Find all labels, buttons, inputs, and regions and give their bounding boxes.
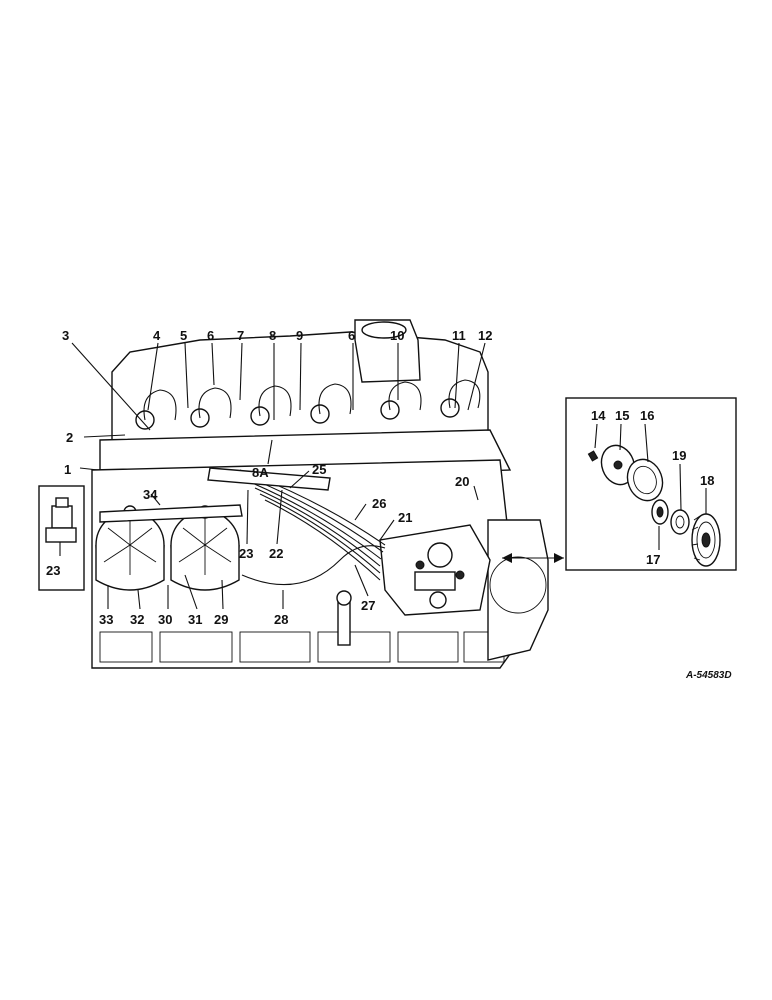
- callout-25: 25: [312, 462, 326, 477]
- engine-illustration: [91, 319, 549, 669]
- callout-7: 7: [237, 328, 244, 343]
- callout-labels: 1 2 3 4 5 6 7 8 8A 9 6 10 11 12 14 15 16…: [62, 328, 714, 627]
- callout-6-right: 6: [348, 328, 355, 343]
- callout-18: 18: [700, 473, 714, 488]
- callout-33: 33: [99, 612, 113, 627]
- reference-arrow: [502, 553, 564, 563]
- callout-2: 2: [66, 430, 73, 445]
- callout-4: 4: [153, 328, 161, 343]
- leader-lines: [71, 342, 486, 610]
- inset-box-part-24: 23: [38, 485, 85, 591]
- callout-1: 1: [64, 462, 71, 477]
- callout-23: 23: [239, 546, 253, 561]
- callout-14: 14: [591, 408, 606, 423]
- callout-3: 3: [62, 328, 69, 343]
- oil-pan-ribs: [99, 631, 505, 663]
- callout-8a: 8A: [252, 465, 269, 480]
- callout-24: 23: [46, 563, 60, 578]
- figure-id: A-54583D: [685, 670, 732, 681]
- callout-9: 9: [296, 328, 303, 343]
- callout-12: 12: [478, 328, 492, 343]
- callout-5: 5: [180, 328, 187, 343]
- callout-27: 27: [361, 598, 375, 613]
- callout-11: 11: [452, 328, 466, 343]
- callout-6: 6: [207, 328, 214, 343]
- callout-31: 31: [188, 612, 202, 627]
- fuel-filters: [95, 504, 243, 591]
- callout-16: 16: [640, 408, 654, 423]
- callout-30: 30: [158, 612, 172, 627]
- callout-8: 8: [269, 328, 276, 343]
- callout-15: 15: [615, 408, 629, 423]
- callout-34: 34: [143, 487, 158, 502]
- callout-20: 20: [455, 474, 469, 489]
- callout-22: 22: [269, 546, 283, 561]
- callout-21: 21: [398, 510, 412, 525]
- callout-26: 26: [372, 496, 386, 511]
- callout-19: 19: [672, 448, 686, 463]
- callout-17: 17: [646, 552, 660, 567]
- callout-32: 32: [130, 612, 144, 627]
- injection-pump: [379, 524, 491, 616]
- callout-28: 28: [274, 612, 288, 627]
- inset-box-drive-parts: [565, 397, 737, 571]
- callout-29: 29: [214, 612, 228, 627]
- callout-10: 10: [390, 328, 404, 343]
